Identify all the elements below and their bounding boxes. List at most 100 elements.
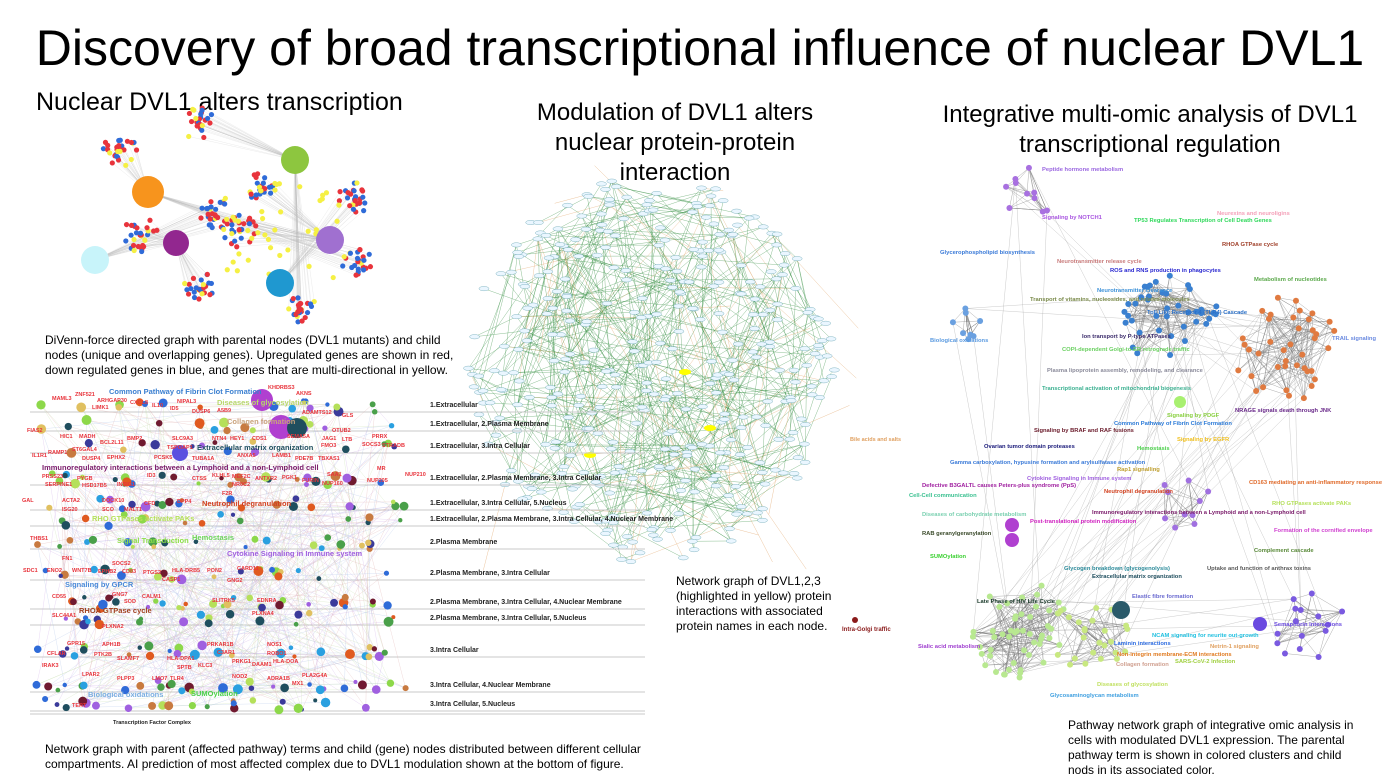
- gene-label: NUP205: [367, 478, 388, 484]
- protein-node: [618, 216, 629, 222]
- node: [1212, 311, 1219, 318]
- edge: [694, 443, 805, 470]
- gene-label: ID3: [147, 473, 156, 479]
- edge: [124, 428, 306, 515]
- edge: [1262, 310, 1329, 349]
- gene-label: CD55: [52, 594, 66, 600]
- edge: [1006, 186, 1035, 193]
- node: [237, 504, 246, 512]
- node: [306, 420, 314, 428]
- node: [352, 262, 358, 269]
- pathway-label: SUMOylation: [930, 554, 967, 560]
- node: [190, 106, 196, 112]
- edge: [642, 227, 661, 299]
- node: [293, 621, 299, 627]
- node: [255, 230, 261, 236]
- node: [188, 285, 194, 292]
- pathway-label: Metabolism of nucleotides: [1254, 277, 1327, 283]
- node: [185, 291, 192, 297]
- node: [1016, 674, 1023, 681]
- protein-node: [687, 306, 698, 311]
- node: [1193, 318, 1200, 325]
- node: [345, 502, 354, 511]
- pathway-label: Peptide hormone metabolism: [1042, 167, 1123, 173]
- pathway-label: Signaling by PDGF: [1167, 413, 1220, 419]
- edge: [157, 505, 405, 577]
- node: [390, 499, 396, 505]
- node: [1036, 640, 1043, 647]
- node: [117, 148, 123, 154]
- edge: [230, 484, 351, 655]
- edge: [607, 231, 681, 294]
- edge: [251, 568, 262, 689]
- edge: [586, 321, 660, 467]
- pathway-label: Cytokine Signaling in Immune system: [227, 549, 362, 558]
- gene-label: LPAR2: [82, 672, 100, 678]
- node: [978, 650, 985, 657]
- edge: [670, 280, 693, 448]
- edge: [293, 159, 296, 299]
- edge: [128, 703, 234, 709]
- node: [266, 269, 294, 297]
- node: [361, 208, 367, 214]
- protein-node: [766, 269, 777, 275]
- edge: [60, 483, 76, 576]
- edge: [560, 334, 604, 438]
- node: [1096, 639, 1103, 646]
- node: [140, 242, 146, 249]
- compartment-label: 1.Extracellular, 2.Plasma Membrane: [430, 421, 549, 428]
- node: [1090, 649, 1097, 656]
- edge: [94, 227, 223, 261]
- protein-node: [606, 178, 617, 184]
- node: [1292, 297, 1299, 304]
- node: [1033, 603, 1040, 610]
- node: [100, 146, 107, 152]
- protein-node: [563, 415, 574, 420]
- gene-label: GNG7: [112, 592, 128, 598]
- gene-label: GNG2: [227, 578, 243, 584]
- edge: [1293, 599, 1303, 636]
- edge: [634, 312, 717, 393]
- node: [1326, 318, 1333, 325]
- node: [999, 631, 1006, 638]
- edge: [1028, 167, 1048, 211]
- node: [1180, 323, 1187, 330]
- edge: [531, 371, 607, 489]
- edge: [503, 256, 579, 374]
- edge: [297, 479, 335, 603]
- edge: [601, 213, 610, 371]
- edge: [1270, 314, 1305, 369]
- node: [55, 477, 64, 485]
- edge: [1258, 349, 1284, 354]
- edge: [771, 233, 859, 329]
- protein-node: [574, 502, 585, 507]
- compartment-label: 3.Intra Cellular, 5.Nucleus: [430, 701, 515, 708]
- node: [1026, 630, 1033, 637]
- node: [249, 427, 256, 434]
- edge: [198, 120, 296, 161]
- pathway-label: Cytokine Signaling in Immune system: [1027, 476, 1131, 482]
- panel-title-center: Modulation of DVL1 alters nuclear protei…: [536, 99, 814, 186]
- node: [274, 705, 284, 715]
- edge: [725, 323, 826, 374]
- node: [336, 202, 342, 208]
- edge: [599, 463, 707, 486]
- edge: [231, 482, 381, 656]
- protein-node: [800, 422, 811, 427]
- node: [297, 184, 303, 190]
- edge: [104, 569, 234, 701]
- node: [229, 222, 235, 228]
- protein-node: [738, 414, 749, 420]
- node: [1093, 604, 1100, 611]
- gene-label: DOCK10: [102, 498, 124, 504]
- edge: [236, 239, 331, 247]
- edge: [104, 518, 143, 570]
- protein-node: [580, 226, 592, 232]
- protein-node: [583, 193, 594, 199]
- node: [249, 697, 257, 704]
- edge: [94, 208, 207, 261]
- edge: [770, 271, 806, 425]
- edge: [526, 228, 559, 341]
- edge: [160, 656, 295, 706]
- node: [365, 653, 373, 661]
